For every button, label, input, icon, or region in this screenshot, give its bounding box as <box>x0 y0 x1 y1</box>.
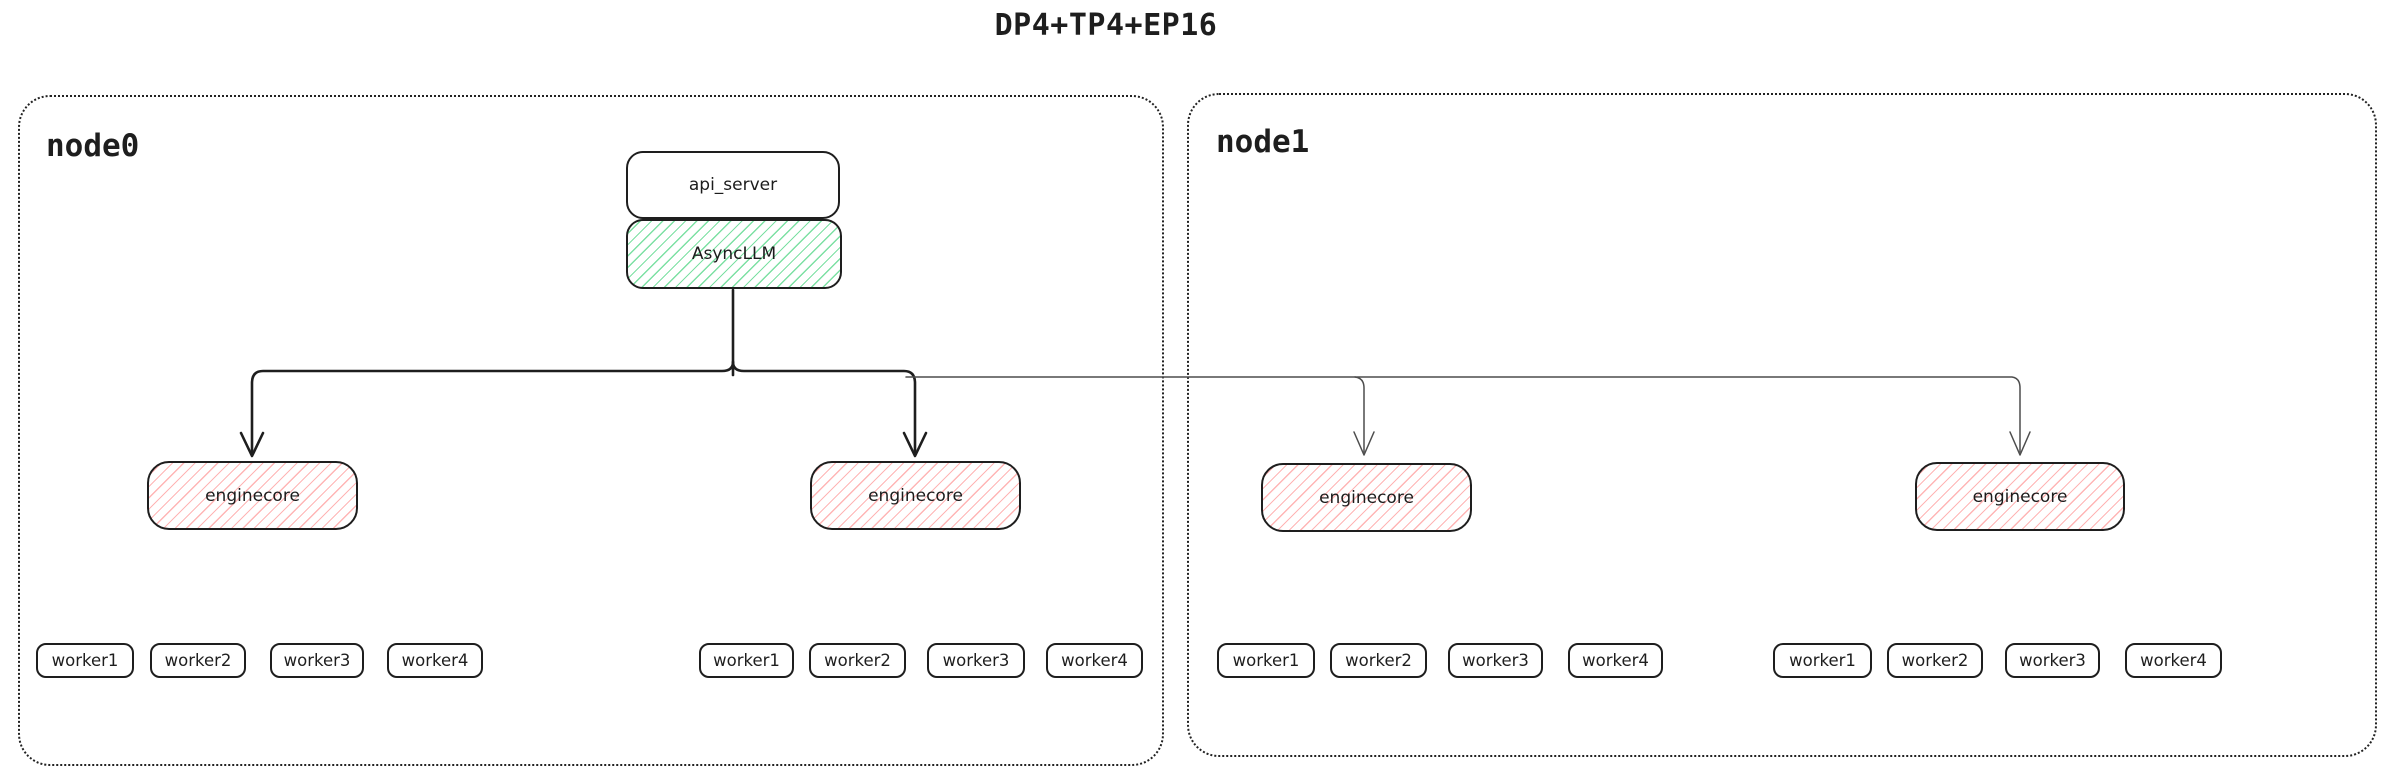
enginecore-box-3: enginecore <box>1261 463 1472 532</box>
enginecore-box-2: enginecore <box>810 461 1021 530</box>
worker-box: worker1 <box>36 643 134 678</box>
asyncllm-box: AsyncLLM <box>626 219 842 289</box>
worker-box: worker1 <box>1217 643 1315 678</box>
arrowhead-1 <box>239 431 265 458</box>
branch1-line <box>250 360 735 456</box>
worker-box: worker2 <box>809 643 906 678</box>
branch3-line <box>1354 376 1365 453</box>
branch2-line <box>731 360 917 456</box>
node0-label: node0 <box>46 128 140 164</box>
enginecore-box-4: enginecore <box>1915 462 2125 531</box>
node0-container <box>18 95 1164 766</box>
worker-box: worker4 <box>387 643 483 678</box>
arrowhead-4 <box>2009 431 2031 456</box>
worker-box: worker1 <box>1773 643 1872 678</box>
worker-box: worker3 <box>2005 643 2100 678</box>
node1-container <box>1187 93 2377 757</box>
enginecore-label: enginecore <box>205 485 300 506</box>
worker-box: worker4 <box>1568 643 1663 678</box>
worker-box: worker3 <box>270 643 364 678</box>
thick-connector <box>239 288 928 458</box>
enginecore-label: enginecore <box>1319 487 1414 508</box>
worker-box: worker4 <box>2125 643 2222 678</box>
branch4-line <box>905 376 2021 453</box>
thin-connector <box>905 376 2031 456</box>
worker-box: worker2 <box>150 643 246 678</box>
worker-box: worker2 <box>1887 643 1983 678</box>
api-server-label: api_server <box>688 175 778 195</box>
worker-box: worker2 <box>1330 643 1427 678</box>
enginecore-label: enginecore <box>868 485 963 506</box>
asyncllm-label: AsyncLLM <box>691 244 777 264</box>
arrowhead-2 <box>902 431 928 458</box>
enginecore-box-1: enginecore <box>147 461 358 530</box>
diagram-title: DP4+TP4+EP16 <box>994 8 1218 43</box>
api-server-box: api_server <box>626 151 840 219</box>
worker-box: worker1 <box>699 643 794 678</box>
node1-label: node1 <box>1216 124 1310 160</box>
arrowhead-3 <box>1353 431 1375 456</box>
worker-box: worker3 <box>927 643 1025 678</box>
enginecore-label: enginecore <box>1972 486 2068 507</box>
worker-box: worker4 <box>1046 643 1143 678</box>
worker-box: worker3 <box>1448 643 1543 678</box>
